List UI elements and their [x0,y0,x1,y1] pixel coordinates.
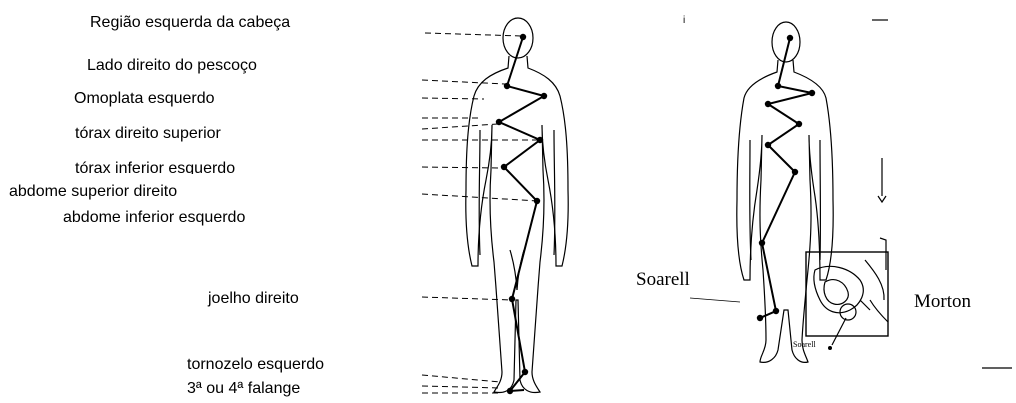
point-left-ankle [522,369,528,375]
point-right-knee [509,296,515,302]
point-left-scapula [541,93,547,99]
point-right-upper-abdomen [501,164,507,170]
left-body-outline [466,18,568,393]
point-phalanx [507,388,513,394]
left-zigzag-path [496,34,547,394]
edge-fragments [690,20,1012,368]
point-right-neck [504,83,510,89]
point-left-head [520,34,526,40]
point-left-lower-thorax [537,137,543,143]
point-left-lower-abdomen [534,198,540,204]
inset-foot-illustration [806,252,888,350]
point-right-upper-thorax [496,119,502,125]
